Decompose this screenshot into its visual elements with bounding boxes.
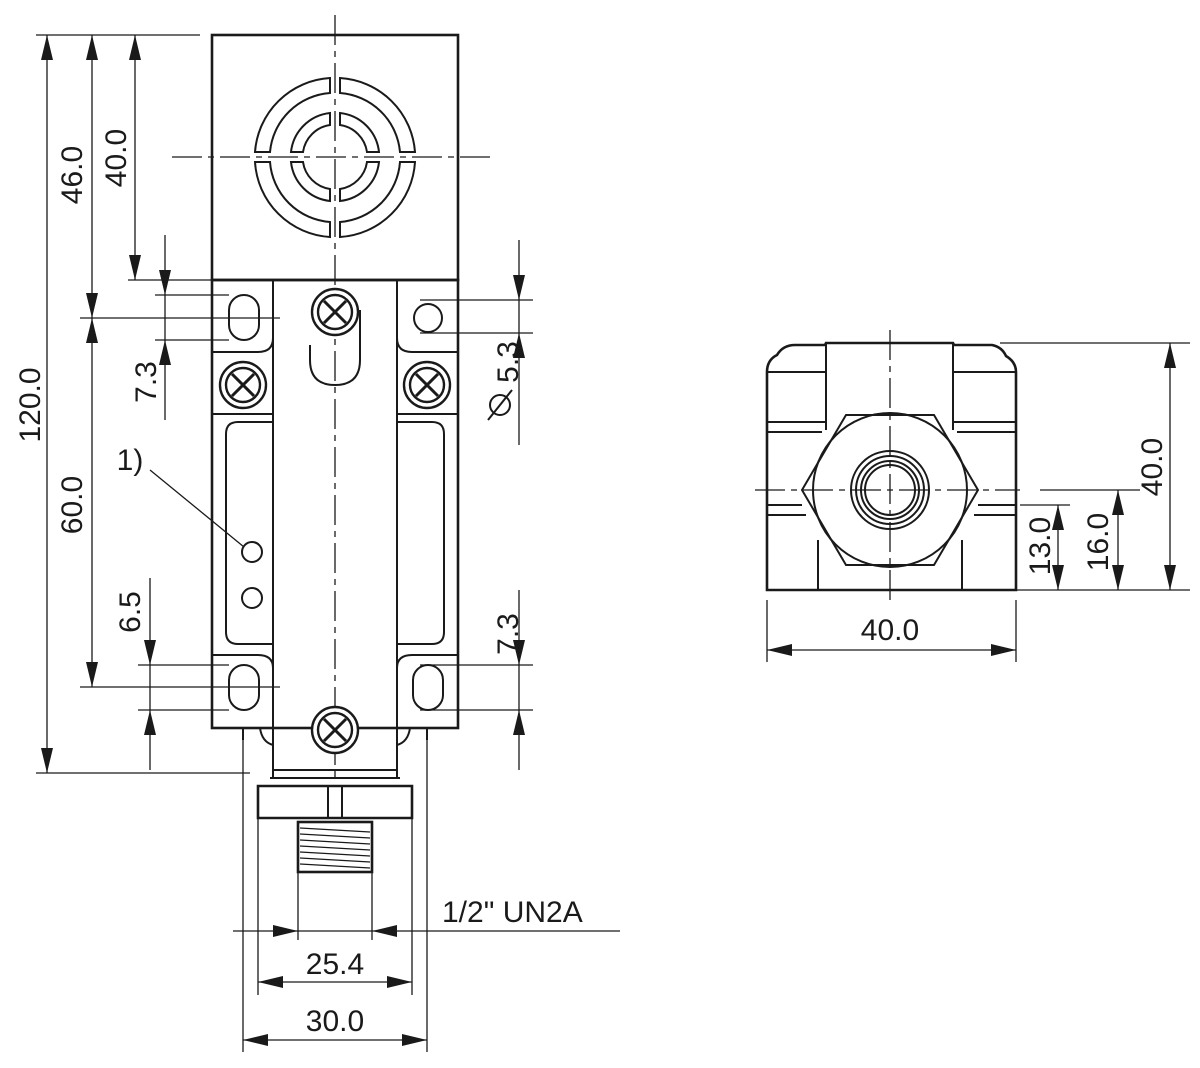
dim-housing-width: 30.0 xyxy=(306,1005,364,1038)
dim-hole-diameter: 5.3 xyxy=(492,341,525,383)
connector xyxy=(256,777,414,874)
screw-icon xyxy=(310,705,360,755)
thread-label: 1/2" UN2A xyxy=(442,896,583,929)
front-view: 120.0 46.0 40.0 7.3 60.0 6.5 5.3 7.3 1) … xyxy=(14,15,620,1052)
end-view-body xyxy=(755,330,1020,605)
dim-top-hole-offset: 7.3 xyxy=(130,361,163,403)
dimension-arrows xyxy=(41,35,525,1046)
dim-hole-spacing: 60.0 xyxy=(56,476,89,534)
dim-head-height: 46.0 xyxy=(56,146,89,204)
dimension-lines xyxy=(36,34,620,1052)
slot-hole-bottom-right xyxy=(412,664,444,711)
led-note-label: 1) xyxy=(117,444,144,477)
screw-icon xyxy=(310,287,360,337)
end-view: 40.0 16.0 13.0 40.0 xyxy=(755,330,1190,662)
dim-end-width: 40.0 xyxy=(861,614,919,647)
dim-sensing-center: 40.0 xyxy=(100,129,133,187)
screw-icon xyxy=(402,360,452,410)
front-dimension-labels: 120.0 46.0 40.0 7.3 60.0 6.5 5.3 7.3 1) … xyxy=(14,129,583,1038)
dim-overall-height: 120.0 xyxy=(14,367,47,442)
round-hole-top-right xyxy=(413,303,443,333)
end-dimension-lines xyxy=(766,342,1190,662)
dim-right-bottom-hole-offset: 7.3 xyxy=(492,613,525,655)
diameter-icon xyxy=(487,389,513,421)
dim-center-to-bottom-small: 13.0 xyxy=(1024,517,1057,575)
end-dimension-arrows xyxy=(767,343,1176,656)
led-indicator-2 xyxy=(241,587,263,609)
end-dimension-labels: 40.0 16.0 13.0 40.0 xyxy=(861,438,1169,647)
dim-end-height: 40.0 xyxy=(1136,438,1169,496)
dim-bottom-hole-offset: 6.5 xyxy=(114,591,147,633)
dim-thread-diameter: 25.4 xyxy=(306,948,364,981)
screw-icon xyxy=(218,360,268,410)
led-indicator-1 xyxy=(241,541,263,563)
dim-center-to-bottom-large: 16.0 xyxy=(1082,513,1115,571)
